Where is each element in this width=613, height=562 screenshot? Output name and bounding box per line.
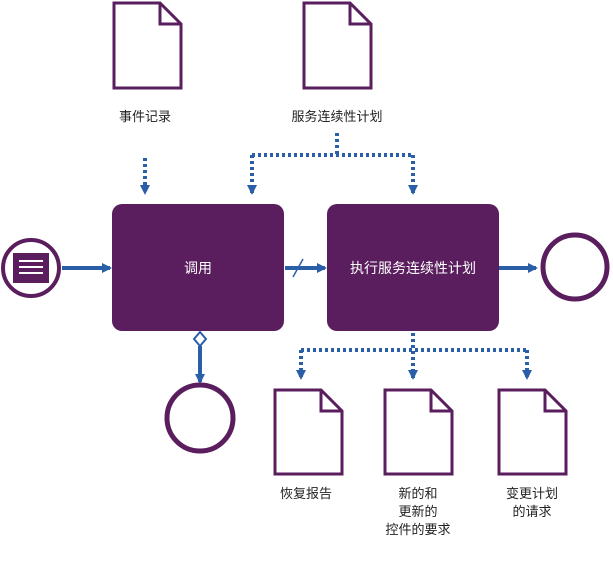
event-log-label: 事件记录 — [119, 110, 171, 125]
execute-plan-process-label: 执行服务连续性计划 — [350, 260, 476, 277]
invoke-process-label: 调用 — [184, 261, 212, 277]
event-log-document-icon — [112, 1, 183, 90]
exception-end-event-icon — [164, 382, 236, 454]
controls-requirements-document-icon — [383, 388, 454, 476]
end-event-icon — [540, 232, 610, 302]
controls-requirements-label-line2: 更新的 — [398, 504, 437, 520]
recovery-report-document-icon — [273, 388, 344, 476]
output-associations — [296, 333, 532, 380]
input-associations — [140, 133, 418, 195]
controls-requirements-label-line3: 控件的要求 — [385, 522, 450, 538]
change-plan-request-label-line1: 变更计划 — [506, 486, 558, 502]
service-continuity-plan-document-icon — [302, 1, 373, 90]
controls-requirements-label-line1: 新的和 — [398, 486, 437, 502]
invoke-process-box — [112, 204, 284, 331]
change-plan-request-document-icon — [497, 388, 568, 476]
flow-invoke-to-execute — [285, 258, 327, 278]
start-event-icon — [1, 238, 61, 298]
recovery-report-label: 恢复报告 — [280, 487, 332, 502]
service-continuity-plan-label: 服务连续性计划 — [291, 109, 382, 125]
gateway-diamond-icon — [192, 330, 208, 348]
change-plan-request-label-line2: 的请求 — [512, 504, 551, 520]
execute-plan-process-box — [327, 204, 499, 331]
